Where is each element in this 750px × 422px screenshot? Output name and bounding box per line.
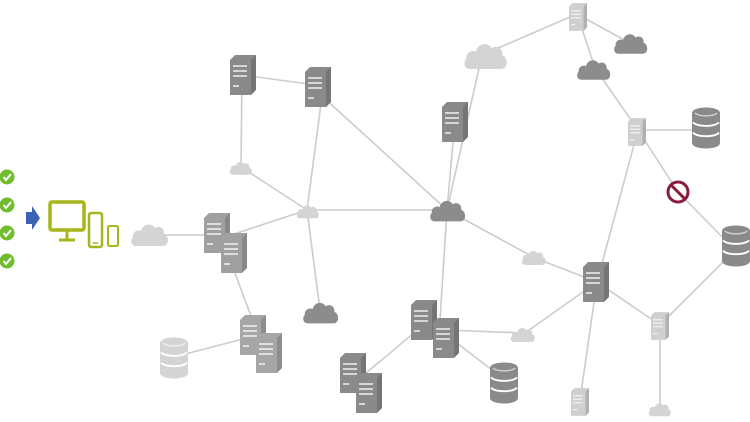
database-icon: [692, 106, 720, 150]
server-icon: [221, 233, 247, 273]
checklist: [0, 169, 15, 269]
checkmark-icon: [0, 225, 15, 241]
server-icon: [230, 55, 256, 95]
checkmark-icon: [0, 253, 15, 269]
devices-icon: [48, 200, 119, 249]
database-icon: [160, 336, 188, 380]
checkmark-icon: [0, 197, 15, 213]
database-icon: [490, 361, 518, 405]
server-icon: [433, 318, 459, 358]
server-icon: [651, 312, 669, 340]
arrow-right-icon: [26, 206, 40, 230]
no-entry-icon: [666, 180, 690, 204]
server-icon: [442, 102, 468, 142]
databases: [160, 106, 750, 405]
cloud-icon: [229, 161, 252, 175]
database-icon: [722, 224, 750, 268]
server-icon: [628, 118, 646, 146]
cloud-icon: [577, 60, 611, 80]
checkmark-icon: [0, 169, 15, 185]
cloud-icon: [303, 302, 339, 324]
server-icon: [256, 333, 282, 373]
cloud-icon: [430, 200, 466, 222]
cloud-icon: [648, 403, 671, 417]
cloud-icon: [510, 327, 535, 342]
cloud-icon: [131, 224, 168, 246]
server-icon: [571, 388, 589, 416]
server-icon: [583, 262, 609, 302]
server-icon: [569, 3, 587, 31]
server-icon: [305, 67, 331, 107]
server-icon: [356, 373, 382, 413]
cloud-icon: [296, 205, 319, 219]
